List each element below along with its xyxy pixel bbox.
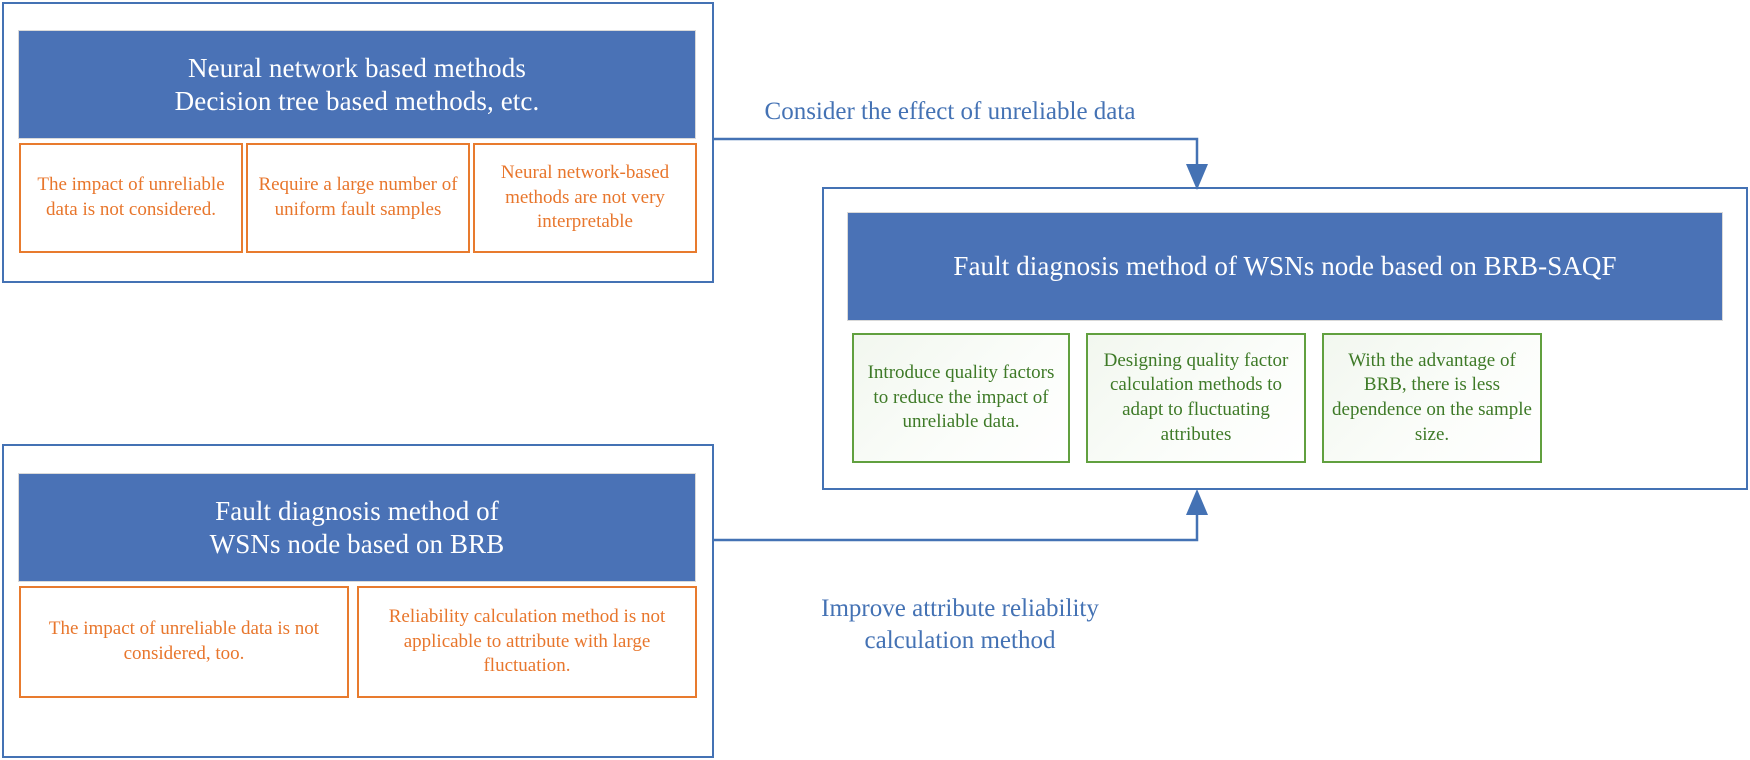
item-brb-unreliable-data-text: The impact of unreliable data is not con… [48,618,320,664]
item-nn-unreliable-data-text: The impact of unreliable data is not con… [37,174,225,220]
item-saqf-sample-size: With the advantage of BRB, there is less… [1322,333,1542,463]
header-neural-network-methods: Neural network based methods Decision tr… [19,31,695,138]
item-brb-reliability-calc-text: Reliability calculation method is not ap… [388,605,666,677]
header-brb-method: Fault diagnosis method of WSNs node base… [19,474,695,581]
connector-bottom-arrowhead [1186,489,1208,515]
item-nn-uniform-samples: Require a large number of uniform fault … [246,143,470,253]
item-brb-unreliable-data: The impact of unreliable data is not con… [19,586,349,698]
item-saqf-factor-calculation: Designing quality factor calculation met… [1086,333,1306,463]
item-brb-reliability-calc: Reliability calculation method is not ap… [357,586,697,698]
connector-top-label-text: Consider the effect of unreliable data [764,97,1136,125]
item-saqf-quality-factors: Introduce quality factors to reduce the … [852,333,1070,463]
item-nn-interpretability: Neural network-based methods are not ver… [473,143,697,253]
header-neural-network-methods-text: Neural network based methods Decision tr… [174,52,540,116]
header-brb-method-text: Fault diagnosis method of WSNs node base… [209,495,505,559]
header-brb-saqf-method: Fault diagnosis method of WSNs node base… [848,213,1722,320]
connector-bottom-label-text: Improve attribute reliability calculatio… [821,594,1099,655]
item-saqf-sample-size-text: With the advantage of BRB, there is less… [1332,349,1532,445]
connector-top-label: Consider the effect of unreliable data [735,63,1165,128]
connector-top-path [714,137,1199,172]
header-brb-saqf-method-text: Fault diagnosis method of WSNs node base… [953,251,1617,282]
item-saqf-quality-factors-text: Introduce quality factors to reduce the … [867,361,1055,433]
connector-bottom-path [714,507,1199,542]
connector-bottom-label: Improve attribute reliability calculatio… [790,560,1130,658]
item-nn-unreliable-data: The impact of unreliable data is not con… [19,143,243,253]
item-nn-interpretability-text: Neural network-based methods are not ver… [500,161,670,233]
item-nn-uniform-samples-text: Require a large number of uniform fault … [258,174,458,220]
item-saqf-factor-calculation-text: Designing quality factor calculation met… [1103,349,1289,445]
